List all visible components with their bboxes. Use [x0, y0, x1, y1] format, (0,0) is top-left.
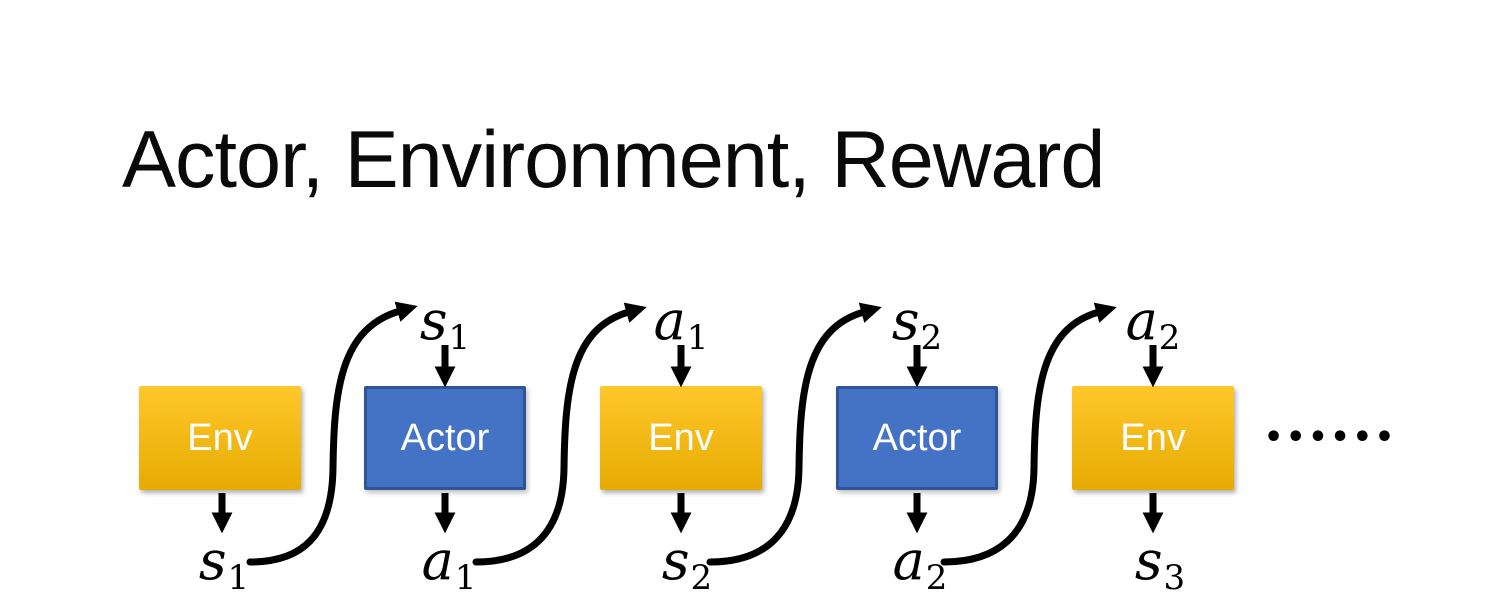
math-subscript: 2 [1158, 318, 1181, 358]
actor-box-2: Actor [836, 386, 998, 490]
curved-arrow-a1 [472, 302, 647, 566]
math-letter: s [419, 289, 448, 352]
bottom-label-a1: a1 [422, 534, 477, 598]
box-label: Env [648, 416, 714, 459]
math-letter: a [653, 289, 686, 352]
box-label: Actor [400, 416, 490, 459]
top-label-s1: s1 [420, 294, 471, 358]
box-label: Env [187, 416, 253, 459]
math-subscript: 1 [227, 558, 250, 598]
curved-arrow-a2 [940, 302, 1117, 566]
env-box-3: Env [1072, 386, 1234, 490]
top-label-a1: a1 [654, 294, 709, 358]
math-subscript: 3 [1163, 558, 1186, 598]
math-subscript: 1 [454, 558, 477, 598]
curved-arrow-s1 [246, 301, 418, 566]
math-letter: s [891, 289, 920, 352]
math-subscript: 2 [690, 558, 713, 598]
top-label-s2: s2 [892, 294, 943, 358]
math-letter: a [421, 529, 454, 592]
bottom-label-s2: s2 [662, 534, 713, 598]
env-box-1: Env [139, 386, 301, 490]
bottom-label-a2: a2 [893, 534, 948, 598]
math-letter: a [1125, 289, 1158, 352]
math-subscript: 2 [925, 558, 948, 598]
math-subscript: 1 [448, 318, 471, 358]
box-label: Env [1120, 416, 1186, 459]
ellipsis-dots: •••••• [1264, 420, 1398, 455]
curved-arrow-s2 [706, 302, 882, 566]
env-box-2: Env [600, 386, 762, 490]
math-letter: s [198, 529, 227, 592]
math-letter: s [661, 529, 690, 592]
bottom-label-s3: s3 [1135, 534, 1186, 598]
actor-box-1: Actor [364, 386, 526, 490]
bottom-label-s1: s1 [199, 534, 250, 598]
top-label-a2: a2 [1126, 294, 1181, 358]
math-letter: s [1134, 529, 1163, 592]
slide-title: Actor, Environment, Reward [122, 115, 1105, 205]
math-subscript: 2 [920, 318, 943, 358]
box-label: Actor [872, 416, 962, 459]
math-letter: a [892, 529, 925, 592]
math-subscript: 1 [686, 318, 709, 358]
